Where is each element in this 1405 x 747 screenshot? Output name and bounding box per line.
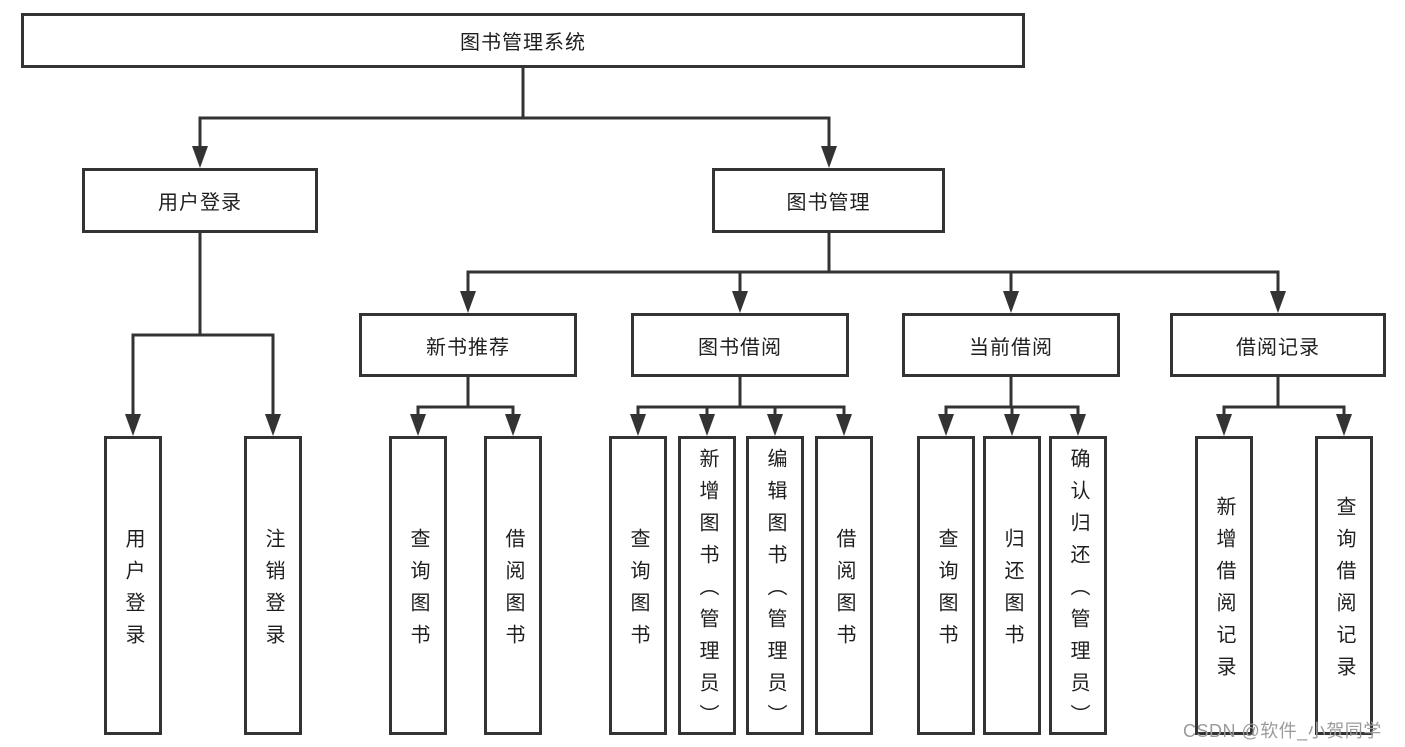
node-leaf-query-books-current-label: 查询图书 [935, 527, 957, 656]
node-leaf-borrow-books-recommend-label: 借阅图书 [502, 527, 524, 656]
node-leaf-logout-label: 注销登录 [262, 527, 284, 656]
node-book-borrowing: 图书借阅 [631, 313, 849, 377]
node-leaf-edit-books-admin: 编辑图书（管理员） [746, 436, 804, 736]
node-leaf-query-books-recommend-label: 查询图书 [407, 527, 429, 656]
node-leaf-borrow-books: 借阅图书 [815, 436, 873, 735]
node-current-borrowing: 当前借阅 [902, 313, 1120, 377]
node-leaf-query-borrow-record: 查询借阅记录 [1315, 436, 1373, 735]
node-book-management: 图书管理 [712, 168, 945, 233]
node-leaf-confirm-return-admin-label: 确认归还（管理员） [1067, 447, 1089, 736]
node-user-login: 用户登录 [82, 168, 318, 233]
node-leaf-add-borrow-record: 新增借阅记录 [1195, 436, 1253, 735]
arrowheads [125, 146, 1352, 436]
node-leaf-query-books-recommend: 查询图书 [389, 436, 447, 735]
node-borrowing-records: 借阅记录 [1170, 313, 1386, 377]
node-borrowing-records-label: 借阅记录 [1236, 336, 1320, 359]
node-leaf-add-books-admin-label: 新增图书（管理员） [696, 447, 718, 736]
node-leaf-edit-books-admin-label: 编辑图书（管理员） [764, 447, 786, 736]
node-leaf-query-books-borrow: 查询图书 [609, 436, 667, 735]
node-leaf-add-books-admin: 新增图书（管理员） [678, 436, 736, 736]
node-user-login-label: 用户登录 [158, 192, 242, 214]
node-leaf-query-books-current: 查询图书 [917, 436, 975, 735]
watermark: CSDN @软件_小贺同学 [1183, 721, 1382, 741]
node-new-book-recommendation-label: 新书推荐 [426, 336, 510, 359]
node-leaf-confirm-return-admin: 确认归还（管理员） [1049, 436, 1107, 736]
node-leaf-return-books: 归还图书 [983, 436, 1041, 735]
node-leaf-borrow-books-recommend: 借阅图书 [484, 436, 542, 735]
node-leaf-query-books-borrow-label: 查询图书 [627, 527, 649, 656]
node-leaf-user-login: 用户登录 [104, 436, 162, 735]
node-leaf-query-borrow-record-label: 查询借阅记录 [1333, 495, 1355, 688]
node-leaf-return-books-label: 归还图书 [1001, 527, 1023, 656]
node-leaf-add-borrow-record-label: 新增借阅记录 [1213, 495, 1235, 688]
node-leaf-borrow-books-label: 借阅图书 [833, 527, 855, 656]
node-current-borrowing-label: 当前借阅 [969, 336, 1053, 359]
node-root: 图书管理系统 [21, 13, 1025, 68]
node-book-borrowing-label: 图书借阅 [698, 336, 782, 359]
node-root-label: 图书管理系统 [460, 32, 586, 54]
node-new-book-recommendation: 新书推荐 [359, 313, 577, 377]
node-leaf-user-login-label: 用户登录 [122, 527, 144, 656]
node-leaf-logout: 注销登录 [244, 436, 302, 735]
node-book-management-label: 图书管理 [786, 192, 871, 214]
